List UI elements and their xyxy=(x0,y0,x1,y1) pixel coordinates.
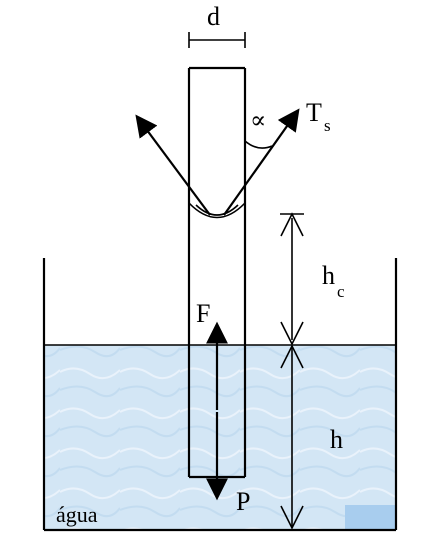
tension-arrow-left xyxy=(135,114,211,216)
depth-arrow-bottom xyxy=(280,505,304,530)
weight-label: P xyxy=(236,487,250,516)
capillary-rise-label: h xyxy=(322,261,335,290)
diameter-label: d xyxy=(207,2,220,31)
contact-angle-label: ∝ xyxy=(250,108,266,134)
depth-label: h xyxy=(330,425,343,454)
contact-angle-arc xyxy=(244,140,273,149)
tension-label: T xyxy=(306,98,322,127)
depth-arrow-top xyxy=(280,344,304,369)
meniscus-inner xyxy=(195,204,239,216)
water-label: água xyxy=(56,502,98,527)
tension-label-sub: s xyxy=(324,116,331,135)
capillary-rise-arrow-top xyxy=(280,212,304,237)
water-accent-patch xyxy=(345,505,395,530)
meniscus xyxy=(188,202,246,219)
capillary-rise-arrow-bottom xyxy=(280,321,304,346)
tension-arrow-right xyxy=(223,108,300,216)
force-label: F xyxy=(196,299,210,328)
capillary-rise-label-sub: c xyxy=(337,282,345,301)
